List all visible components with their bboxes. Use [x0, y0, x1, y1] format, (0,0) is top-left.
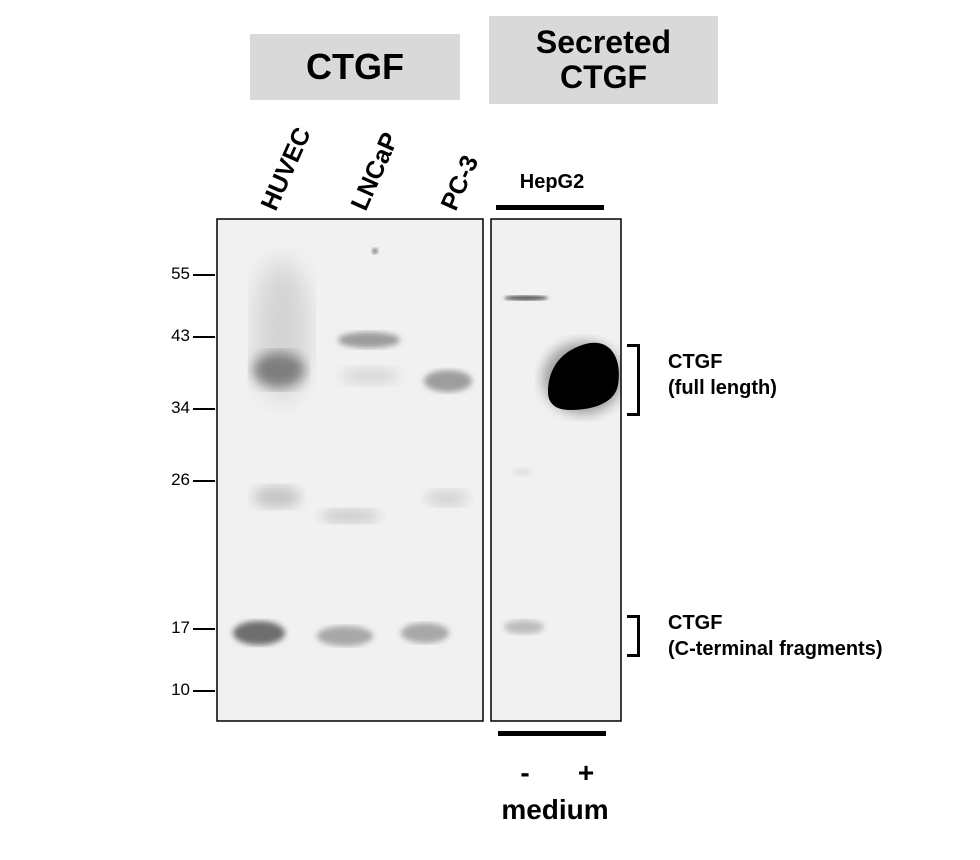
- full-length-annotation-line1: CTGF: [668, 351, 723, 373]
- marker-label-10: 10: [171, 680, 190, 699]
- lncap-band-43: [338, 332, 400, 348]
- medium-plus: +: [577, 757, 595, 788]
- lncap-band-37: [340, 367, 400, 385]
- fragments-annotation-line2: (C-terminal fragments): [668, 638, 883, 660]
- marker-tick-17: [193, 628, 215, 630]
- secreted-panel: [490, 218, 622, 722]
- pc3-band-full-length: [424, 370, 472, 392]
- lncap-speck: [372, 248, 378, 254]
- medium-label: medium: [501, 794, 609, 825]
- medium-minus: -: [520, 757, 530, 788]
- huvec-band-17: [233, 621, 285, 645]
- pc3-band-26: [425, 490, 469, 506]
- ctgf-header: CTGF: [250, 34, 460, 100]
- fragments-annotation-line1: CTGF: [668, 612, 723, 634]
- lncap-band-17: [317, 626, 373, 646]
- medium-bar: [498, 731, 606, 736]
- ctgf-header-text: CTGF: [306, 45, 404, 87]
- hepg2-bar: [496, 205, 604, 210]
- full-length-bracket: [627, 344, 640, 416]
- marker-label-17: 17: [171, 618, 190, 637]
- minus-lane-marker-streak: [504, 295, 548, 301]
- marker-label-34: 34: [171, 398, 190, 417]
- full-length-annotation-line2: (full length): [668, 377, 777, 399]
- lncap-band-23: [320, 509, 380, 523]
- minus-lane-faint-band: [512, 468, 532, 476]
- secreted-header-line1: Secreted: [535, 24, 672, 61]
- marker-tick-34: [193, 408, 215, 410]
- marker-tick-10: [193, 690, 215, 692]
- marker-tick-55: [193, 274, 215, 276]
- pc3-band-17: [401, 623, 449, 643]
- marker-tick-26: [193, 480, 215, 482]
- huvec-band-full-length: [253, 352, 305, 388]
- secreted-ctgf-header: Secreted CTGF: [489, 16, 718, 104]
- huvec-band-26: [253, 486, 301, 508]
- fragments-bracket: [627, 615, 640, 657]
- secreted-header-line2: CTGF: [559, 59, 648, 95]
- marker-label-55: 55: [171, 264, 190, 283]
- marker-label-26: 26: [171, 470, 190, 489]
- cell-lysate-panel: [216, 218, 484, 722]
- fragments-annotation: CTGF (C-terminal fragments): [668, 610, 882, 662]
- hepg2-label: HepG2: [519, 171, 585, 193]
- minus-lane-band-17: [504, 620, 544, 634]
- marker-tick-43: [193, 336, 215, 338]
- full-length-annotation: CTGF (full length): [668, 349, 777, 401]
- marker-label-43: 43: [171, 326, 190, 345]
